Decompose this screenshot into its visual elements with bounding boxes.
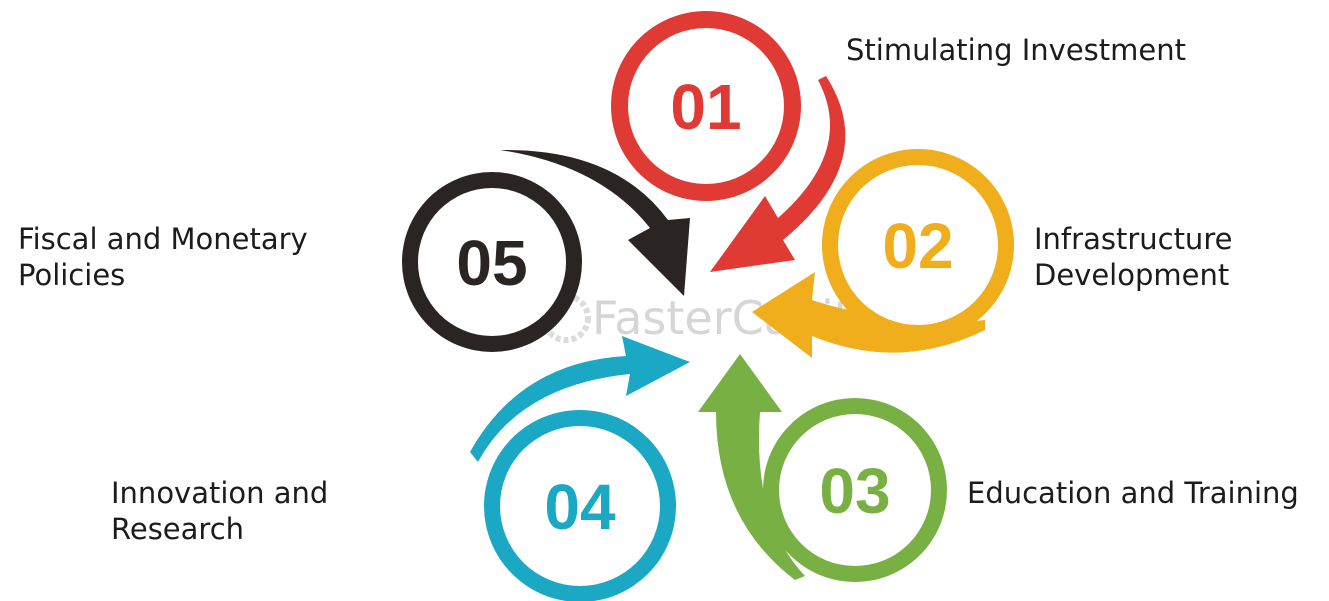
step-03: 03: [698, 354, 947, 582]
label-step-04-line-2: Research: [111, 512, 245, 546]
step-05-number: 05: [456, 227, 527, 299]
label-step-05-line-2: Policies: [18, 258, 126, 292]
step-01: 01: [611, 11, 846, 272]
label-step-01-line-1: Stimulating Investment: [846, 33, 1186, 67]
step-05-inner: [418, 188, 566, 336]
step-02-number: 02: [882, 210, 953, 282]
step-01-arrow: [710, 76, 846, 272]
step-02-inner: [838, 165, 998, 325]
label-step-02: Infrastructure Development: [1034, 221, 1232, 293]
label-step-05: Fiscal and Monetary Policies: [18, 221, 308, 293]
label-step-03-line-1: Education and Training: [967, 476, 1299, 510]
label-step-01: Stimulating Investment: [846, 32, 1186, 68]
step-01-number: 01: [670, 71, 741, 143]
label-step-02-line-2: Development: [1034, 258, 1230, 292]
label-step-03: Education and Training: [967, 475, 1299, 511]
step-04-number: 04: [544, 471, 616, 543]
step-04: 04: [470, 336, 690, 601]
label-step-05-line-1: Fiscal and Monetary: [18, 222, 308, 256]
step-05-arrow: [500, 149, 690, 296]
label-step-04-line-1: Innovation and: [111, 476, 329, 510]
step-01-inner: [628, 28, 784, 184]
step-05: 05: [402, 149, 690, 352]
step-03-number: 03: [819, 455, 890, 527]
label-step-04: Innovation and Research: [111, 475, 328, 547]
step-04-arrow: [470, 336, 690, 462]
label-step-02-line-1: Infrastructure: [1034, 222, 1233, 256]
step-04-inner: [500, 426, 660, 586]
step-03-inner: [779, 414, 931, 566]
step-02: 02: [752, 149, 1014, 358]
step-03-arrow: [698, 354, 805, 580]
